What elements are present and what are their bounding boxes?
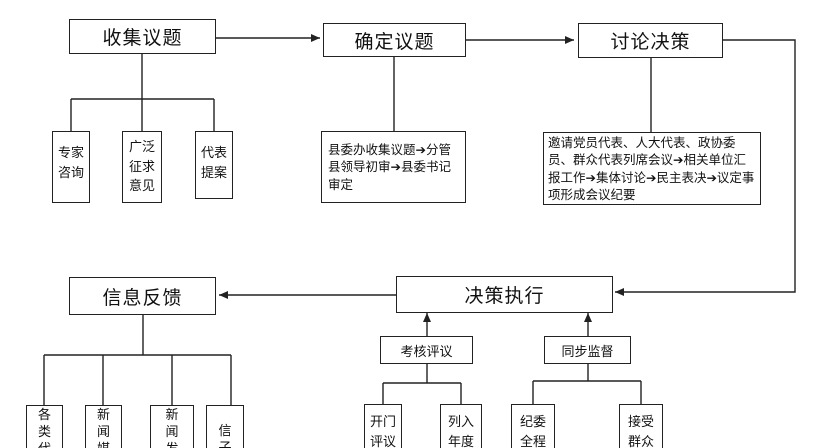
assess-item-open-review: 开门 评议 <box>364 404 402 448</box>
supervise-item-discipline: 纪委 全程 <box>511 404 555 448</box>
confirm-process-description: 县委办收集议题➔分管县领导初审➔县委书记审定 <box>321 131 466 203</box>
step-feedback: 信息反馈 <box>69 277 216 315</box>
supervise-item-public: 接受 群众 <box>619 404 663 448</box>
feedback-item-representatives: 各 类 代 <box>26 405 63 448</box>
supervise-box: 同步监督 <box>544 336 631 364</box>
source-representative-proposal: 代表 提案 <box>195 131 233 199</box>
step-discuss: 讨论决策 <box>578 23 723 58</box>
source-wide-opinions: 广泛 征求 意见 <box>122 131 162 203</box>
feedback-item-news-media: 新 闻 媒 <box>85 405 122 448</box>
step-confirm: 确定议题 <box>323 23 466 57</box>
source-expert-consult: 专家 咨询 <box>52 131 90 203</box>
step-collect: 收集议题 <box>69 19 216 54</box>
assess-item-annual: 列入 年度 <box>440 404 482 448</box>
feedback-item-news-release: 新 闻 发 <box>150 405 194 448</box>
discuss-process-description: 邀请党员代表、人大代表、政协委员、群众代表列席会议➔相关单位汇报工作➔集体讨论➔… <box>543 132 761 205</box>
feedback-item-info: 信 子 <box>206 405 244 448</box>
assess-review-box: 考核评议 <box>380 336 473 364</box>
arrow-discuss-to-execute <box>615 39 796 296</box>
step-execute: 决策执行 <box>396 276 613 313</box>
